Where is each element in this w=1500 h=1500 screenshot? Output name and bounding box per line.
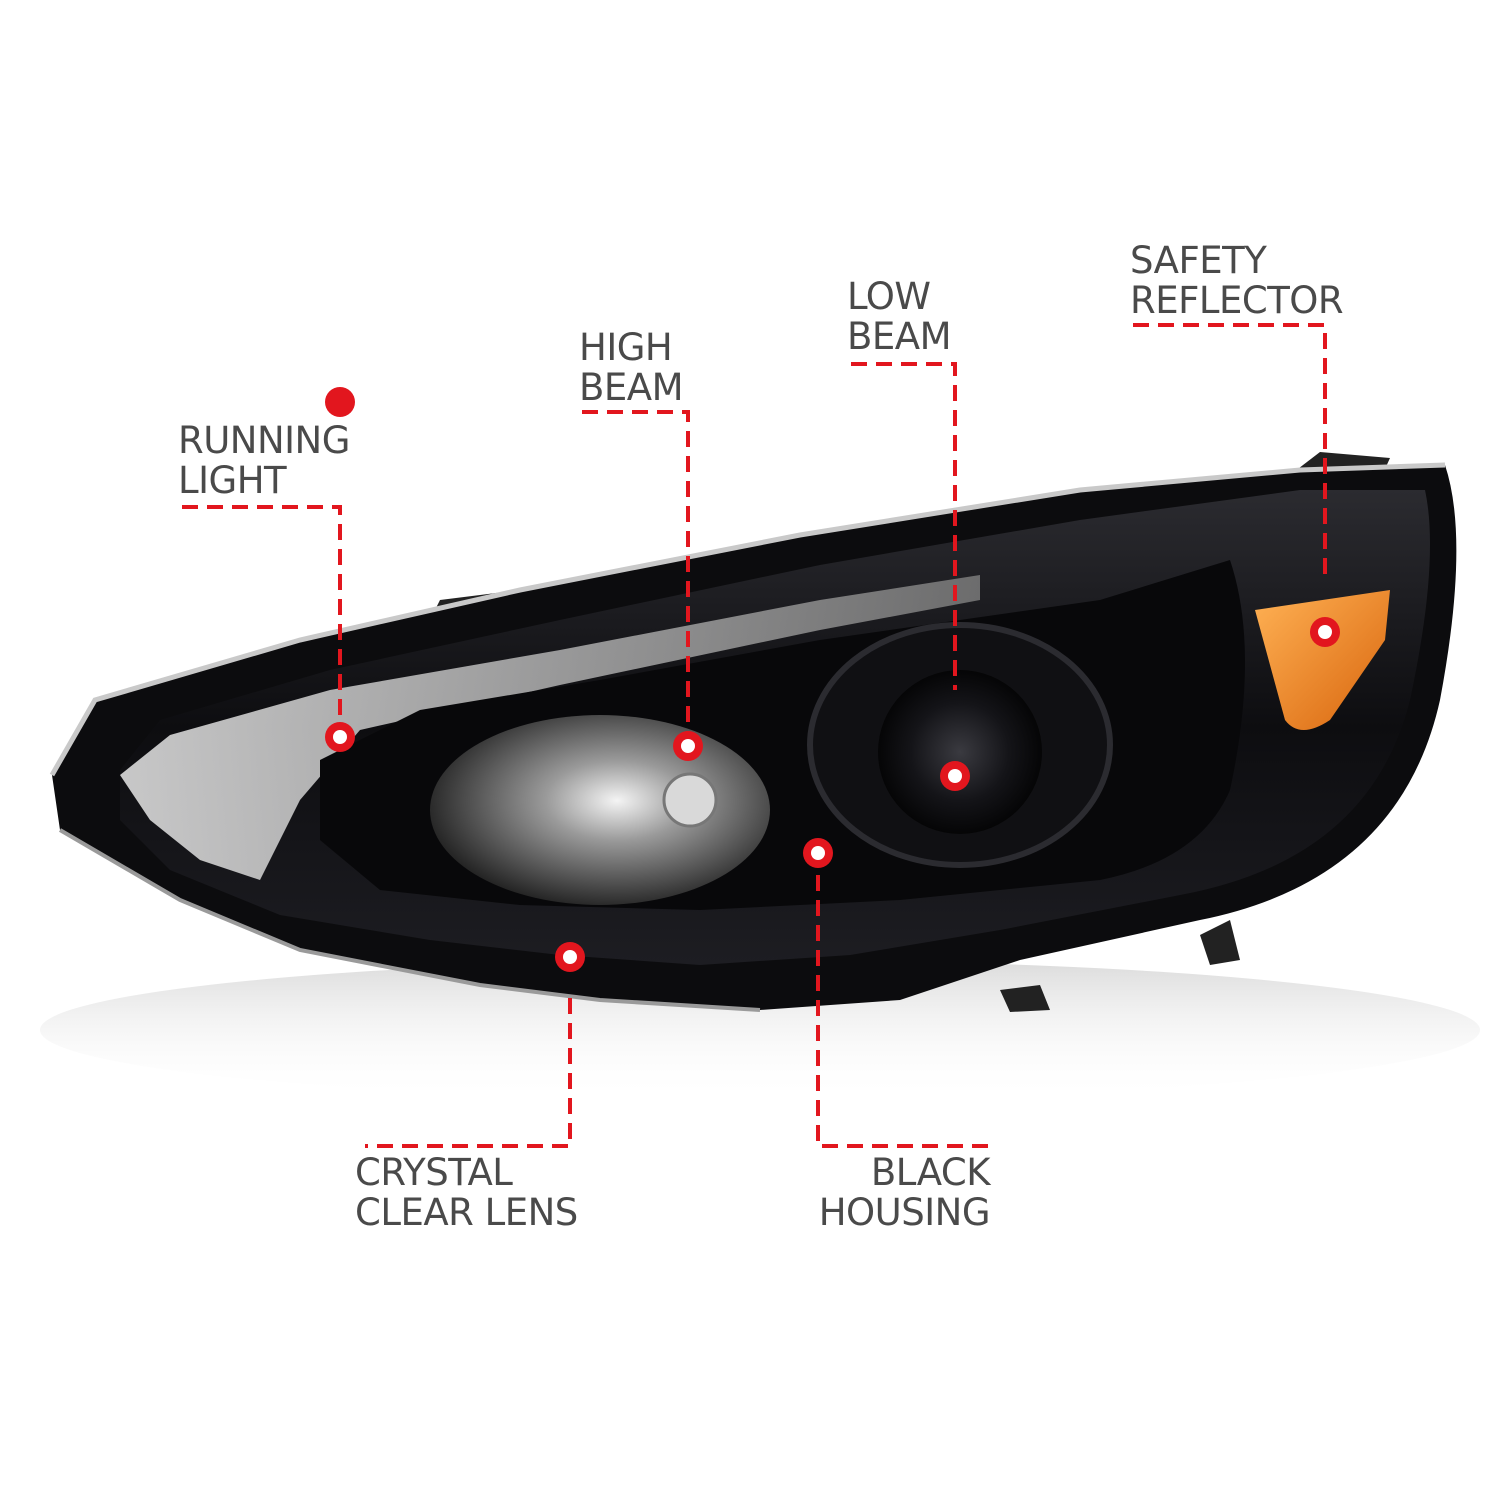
running-light-strip — [120, 575, 980, 880]
leader-black-housing — [816, 875, 990, 1148]
callout-markers — [325, 387, 355, 417]
marker-running-light — [325, 722, 355, 752]
projector-lens — [878, 670, 1042, 834]
floor-shadow — [40, 960, 1480, 1100]
headlight-assembly — [49, 452, 1457, 1012]
label-black-housing: BLACK HOUSING — [780, 1151, 991, 1234]
label-running-light-line2: LIGHT — [178, 459, 287, 502]
label-safety-reflector-line2: REFLECTOR — [1130, 279, 1344, 322]
leader-safety-reflector — [1133, 323, 1327, 576]
high-beam-bulb — [662, 772, 718, 828]
marker-low-beam — [940, 761, 970, 791]
leader-crystal-clear-lens — [365, 998, 572, 1148]
leader-running-light — [182, 505, 342, 735]
label-high-beam-line2: BEAM — [579, 366, 684, 409]
label-crystal-clear-lens-line2: CLEAR LENS — [355, 1191, 578, 1234]
label-low-beam-line1: LOW — [847, 275, 931, 318]
label-running-light-line1: RUNNING — [178, 419, 350, 462]
label-crystal-clear-lens-line1: CRYSTAL — [355, 1151, 513, 1194]
chrome-trim — [49, 462, 1446, 777]
high-beam-reflector — [430, 715, 770, 905]
chrome-trim-lower — [58, 828, 761, 1012]
mounting-tab — [1200, 920, 1240, 965]
label-running-light: RUNNING LIGHT — [178, 421, 350, 501]
marker-running-light — [325, 387, 355, 417]
leader-high-beam — [582, 410, 690, 745]
marker-high-beam — [673, 731, 703, 761]
label-low-beam: LOW BEAM — [847, 275, 952, 358]
callout-lines — [182, 323, 1327, 1148]
marker-black-housing — [803, 838, 833, 868]
mounting-tab — [1000, 985, 1050, 1012]
label-black-housing-line2: HOUSING — [818, 1191, 991, 1234]
label-crystal-clear-lens: CRYSTAL CLEAR LENS — [355, 1153, 578, 1233]
label-safety-reflector: SAFETY REFLECTOR — [1130, 239, 1344, 322]
label-low-beam-line2: BEAM — [847, 315, 952, 358]
label-safety-reflector-line1: SAFETY — [1130, 239, 1267, 282]
marker-safety-reflector — [1310, 617, 1340, 647]
label-black-housing-line1: BLACK — [870, 1151, 991, 1194]
label-high-beam-line1: HIGH — [579, 326, 673, 369]
marker-crystal-clear-lens — [555, 942, 585, 972]
leader-low-beam — [851, 362, 957, 690]
amber-reflector — [1255, 590, 1390, 730]
label-high-beam: HIGH BEAM — [579, 326, 684, 409]
